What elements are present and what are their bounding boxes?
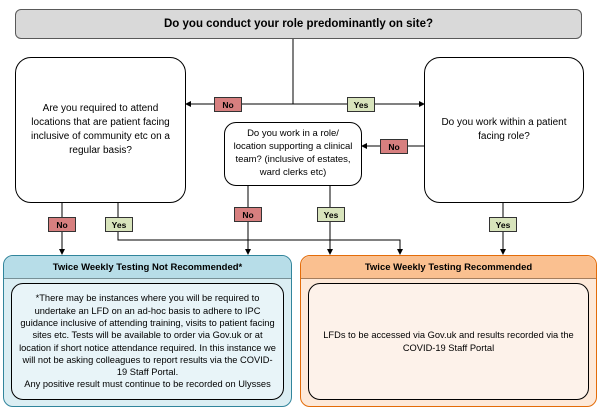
outcome-not-recommended-footer: Any positive result must continue to be … xyxy=(24,379,271,390)
question-patient-facing-role: Do you work within a patient facing role… xyxy=(424,57,584,203)
question-on-site-text: Do you conduct your role predominantly o… xyxy=(164,18,433,30)
outcome-recommended-text: LFDs to be accessed via Gov.uk and resul… xyxy=(323,330,574,353)
tag-no-on-site: No xyxy=(214,97,242,112)
outcome-not-recommended-header: Twice Weekly Testing Not Recommended* xyxy=(4,256,291,279)
tag-yes-patient-facing-locations: Yes xyxy=(105,217,133,232)
question-patient-facing-locations: Are you required to attend locations tha… xyxy=(15,57,186,203)
question-patient-facing-role-text: Do you work within a patient facing role… xyxy=(441,117,567,142)
question-on-site: Do you conduct your role predominantly o… xyxy=(15,9,582,39)
outcome-not-recommended-text: *There may be instances where you will b… xyxy=(19,293,276,378)
outcome-recommended-body: LFDs to be accessed via Gov.uk and resul… xyxy=(308,283,589,400)
question-clinical-support-text: Do you work in a role/ location supporti… xyxy=(233,128,353,178)
question-patient-facing-locations-text: Are you required to attend locations tha… xyxy=(31,103,170,156)
tag-no-patient-facing-role: No xyxy=(380,139,408,154)
tag-yes-clinical-support: Yes xyxy=(317,207,345,222)
tag-yes-on-site: Yes xyxy=(347,97,375,112)
outcome-not-recommended-body: *There may be instances where you will b… xyxy=(11,283,284,400)
outcome-recommended: Twice Weekly Testing Recommended LFDs to… xyxy=(300,255,597,407)
tag-no-clinical-support: No xyxy=(234,207,262,222)
tag-yes-patient-facing-role: Yes xyxy=(489,217,517,232)
outcome-not-recommended: Twice Weekly Testing Not Recommended* *T… xyxy=(3,255,292,407)
outcome-recommended-header: Twice Weekly Testing Recommended xyxy=(301,256,596,279)
question-clinical-support: Do you work in a role/ location supporti… xyxy=(224,122,362,186)
tag-no-patient-facing-locations: No xyxy=(48,217,76,232)
